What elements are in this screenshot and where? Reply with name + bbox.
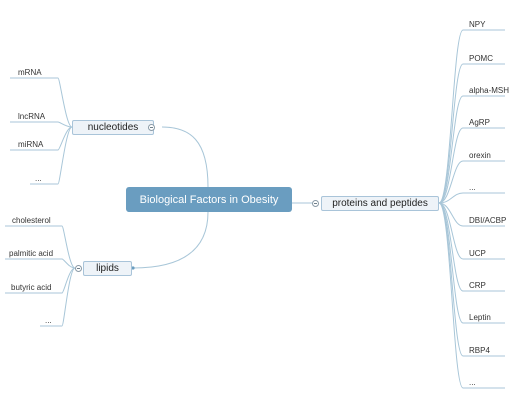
leaf-curve-right-0 <box>438 29 464 204</box>
leaf-curve-right-7 <box>438 202 464 260</box>
leaf-cholesterol[interactable]: cholesterol <box>12 216 51 225</box>
leaf-curve-left-0-3 <box>57 126 73 185</box>
topic-proteins-and-peptides[interactable]: proteins and peptides <box>321 196 439 211</box>
leaf-rbp4[interactable]: RBP4 <box>469 346 490 355</box>
topic-nucleotides[interactable]: nucleotides <box>72 120 154 135</box>
leaf-curve-right-4 <box>438 160 464 204</box>
leaf-alpha-msh[interactable]: alpha-MSH <box>469 86 510 95</box>
leaf-curve-right-1 <box>438 63 464 204</box>
leaf-npy[interactable]: NPY <box>469 20 486 29</box>
leaf-pomc[interactable]: POMC <box>469 54 493 63</box>
leaf-butyric-acid[interactable]: butyric acid <box>11 283 52 292</box>
leaf-curve-left-1-0 <box>61 225 76 269</box>
leaf-orexin[interactable]: orexin <box>469 151 491 160</box>
leaf-more-proteins-2[interactable]: ... <box>469 378 476 387</box>
central-topic[interactable]: Biological Factors in Obesity <box>126 187 292 212</box>
leaf-curve-right-3 <box>438 127 464 204</box>
leaf-crp[interactable]: CRP <box>469 281 486 290</box>
leaf-more-lipids[interactable]: ... <box>45 316 52 325</box>
leaf-agrp[interactable]: AgRP <box>469 118 490 127</box>
leaf-more-nucleotides[interactable]: ... <box>35 174 42 183</box>
leaf-more-proteins-1[interactable]: ... <box>469 183 476 192</box>
collapse-circle-icon[interactable] <box>148 124 155 131</box>
lipids-anchor-dot <box>131 266 135 270</box>
leaf-lncrna[interactable]: lncRNA <box>18 112 46 121</box>
leaf-curve-left-1-3 <box>61 267 76 327</box>
link-central-lipids <box>132 211 209 269</box>
topic-lipids[interactable]: lipids <box>83 261 132 276</box>
link-central-nucleotides <box>161 126 209 188</box>
collapse-circle-icon[interactable] <box>75 265 82 272</box>
leaf-curve-right-5 <box>438 192 464 204</box>
leaf-ucp[interactable]: UCP <box>469 249 486 258</box>
leaf-curve-left-0-1 <box>57 121 73 128</box>
leaf-mirna[interactable]: miRNA <box>18 140 44 149</box>
leaf-curve-right-9 <box>438 202 464 324</box>
leaf-curve-right-2 <box>438 95 464 204</box>
leaf-curve-left-1-1 <box>61 258 76 269</box>
leaf-leptin[interactable]: Leptin <box>469 313 491 322</box>
leaf-mrna[interactable]: mRNA <box>18 68 42 77</box>
leaf-curve-left-0-0 <box>57 77 73 128</box>
collapse-circle-icon[interactable] <box>312 200 319 207</box>
leaf-palmitic-acid[interactable]: palmitic acid <box>9 249 54 258</box>
leaf-dbi-acbp[interactable]: DBI/ACBP <box>469 216 507 225</box>
leaf-curve-right-11 <box>438 202 464 389</box>
leaf-curve-right-8 <box>438 202 464 292</box>
